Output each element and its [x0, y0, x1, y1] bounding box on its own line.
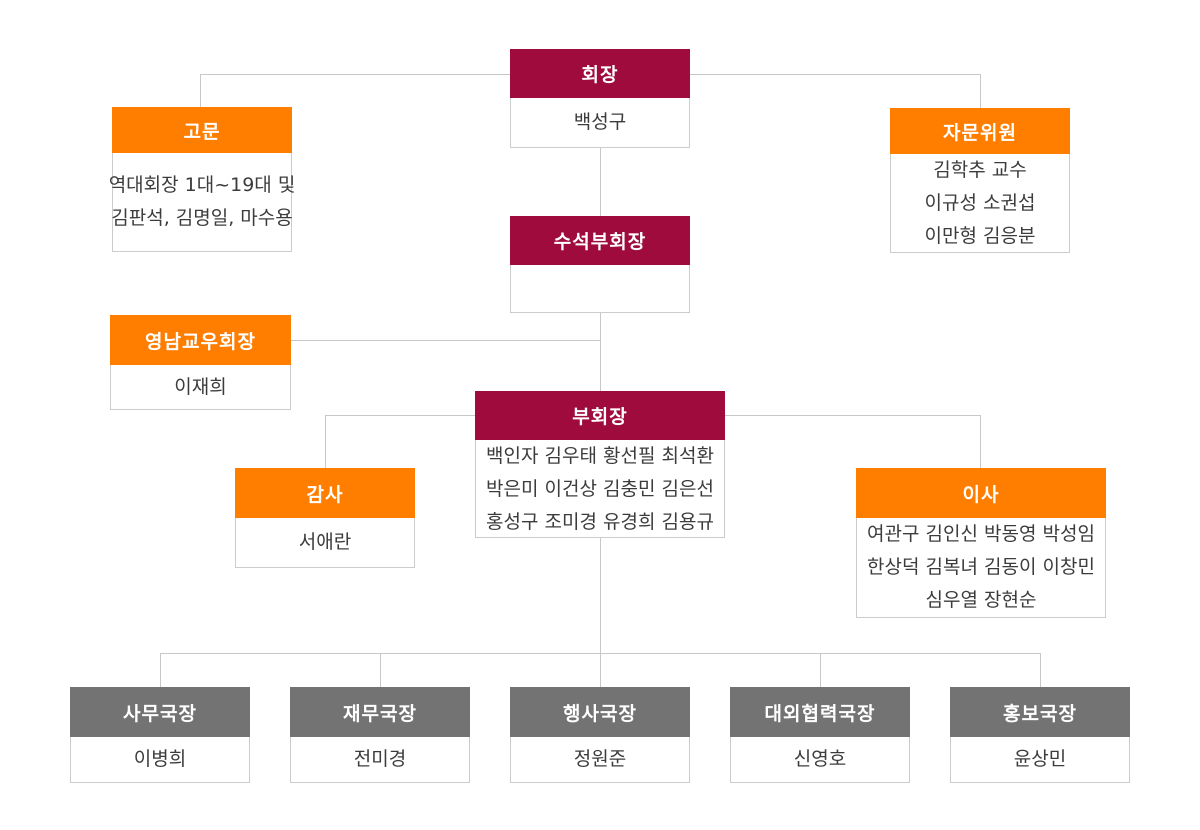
member-name: 백인자 김우태 황선필 최석환	[486, 445, 714, 467]
org-box-title: 영남교우회장	[110, 315, 291, 365]
org-box-body	[511, 265, 689, 312]
member-name: 이규성 소권섭	[924, 192, 1036, 214]
org-box-body: 백인자 김우태 황선필 최석환 박은미 이건상 김충민 김은선 홍성구 조미경 …	[476, 440, 724, 539]
connector-advisor-drop	[200, 74, 201, 107]
member-name: 박은미 이건상 김충민 김은선	[486, 478, 714, 500]
org-box-title: 회장	[510, 49, 690, 98]
member-name: 김학추 교수	[933, 159, 1027, 181]
org-box-title: 고문	[112, 107, 292, 153]
org-box-bureau-external: 대외협력국장 신영호	[730, 687, 910, 783]
org-box-bureau-events: 행사국장 정원준	[510, 687, 690, 783]
org-box-body: 이병희	[71, 737, 249, 782]
org-box-body: 윤상민	[951, 737, 1129, 782]
org-box-bureau-office: 사무국장 이병희	[70, 687, 250, 783]
connector-director-drop	[980, 415, 981, 468]
org-box-director: 이사 여관구 김인신 박동영 박성임 한상덕 김복녀 김동이 이창민 심우열 장…	[856, 468, 1106, 618]
org-box-title: 감사	[235, 468, 415, 518]
org-box-vice: 부회장 백인자 김우태 황선필 최석환 박은미 이건상 김충민 김은선 홍성구 …	[475, 391, 725, 538]
connector-advisory-drop	[980, 74, 981, 108]
org-box-title: 홍보국장	[950, 687, 1130, 737]
member-name: 심우열 장현순	[925, 589, 1037, 611]
member-name: 한상덕 김복녀 김동이 이창민	[867, 556, 1095, 578]
org-box-auditor: 감사 서애란	[235, 468, 415, 568]
member-name: 서애란	[298, 531, 352, 553]
org-box-title: 사무국장	[70, 687, 250, 737]
connector-auditor-drop	[325, 415, 326, 468]
connector-svp-vp	[600, 313, 601, 391]
org-box-body: 신영호	[731, 737, 909, 782]
connector-yeongnam-branch	[291, 340, 600, 341]
org-box-title: 행사국장	[510, 687, 690, 737]
connector-bureau4-drop	[820, 653, 821, 687]
org-box-body: 정원준	[511, 737, 689, 782]
org-box-chairman: 회장 백성구	[510, 49, 690, 148]
org-box-advisory: 자문위원 김학추 교수 이규성 소권섭 이만형 김응분	[890, 108, 1070, 253]
org-box-bureau-pr: 홍보국장 윤상민	[950, 687, 1130, 783]
connector-vp-bureaus	[600, 538, 601, 687]
connector-bureau1-drop	[160, 653, 161, 687]
member-name: 정원준	[573, 748, 627, 770]
connector-top-right	[690, 74, 980, 75]
connector-top-left	[200, 74, 510, 75]
org-box-advisor: 고문 역대회장 1대~19대 및 김판석, 김명일, 마수용	[109, 107, 296, 252]
org-box-body: 이재희	[111, 365, 290, 409]
org-box-title: 자문위원	[890, 108, 1070, 154]
member-name: 이만형 김응분	[924, 225, 1036, 247]
connector-bureau5-drop	[1040, 653, 1041, 687]
connector-director-branch	[725, 415, 981, 416]
member-name: 홍성구 조미경 유경희 김용규	[486, 511, 714, 533]
connector-chairman-svp	[600, 148, 601, 216]
member-name: 윤상민	[1013, 748, 1067, 770]
connector-bureau-rail	[160, 653, 1040, 654]
org-box-senior-vice: 수석부회장	[510, 216, 690, 313]
member-name: 역대회장 1대~19대 및	[108, 174, 296, 196]
org-box-title: 대외협력국장	[730, 687, 910, 737]
org-box-body: 서애란	[236, 518, 414, 567]
org-box-yeongnam: 영남교우회장 이재희	[110, 315, 291, 410]
connector-bureau2-drop	[380, 653, 381, 687]
org-box-title: 부회장	[475, 391, 725, 440]
member-name: 백성구	[573, 111, 627, 133]
org-box-title: 이사	[856, 468, 1106, 518]
org-box-bureau-finance: 재무국장 전미경	[290, 687, 470, 783]
org-box-body: 전미경	[291, 737, 469, 782]
org-box-body: 여관구 김인신 박동영 박성임 한상덕 김복녀 김동이 이창민 심우열 장현순	[857, 518, 1105, 617]
member-name: 전미경	[353, 748, 407, 770]
member-name: 김판석, 김명일, 마수용	[111, 207, 293, 229]
org-box-body: 김학추 교수 이규성 소권섭 이만형 김응분	[891, 154, 1069, 253]
connector-auditor-branch	[325, 415, 475, 416]
member-name: 이재희	[174, 375, 227, 398]
org-box-title: 재무국장	[290, 687, 470, 737]
org-box-body: 역대회장 1대~19대 및 김판석, 김명일, 마수용	[109, 153, 296, 251]
org-box-title: 수석부회장	[510, 216, 690, 265]
member-name: 이병희	[133, 748, 187, 770]
org-box-body: 백성구	[511, 98, 689, 147]
member-name: 여관구 김인신 박동영 박성임	[867, 523, 1095, 545]
member-name: 신영호	[793, 748, 847, 770]
